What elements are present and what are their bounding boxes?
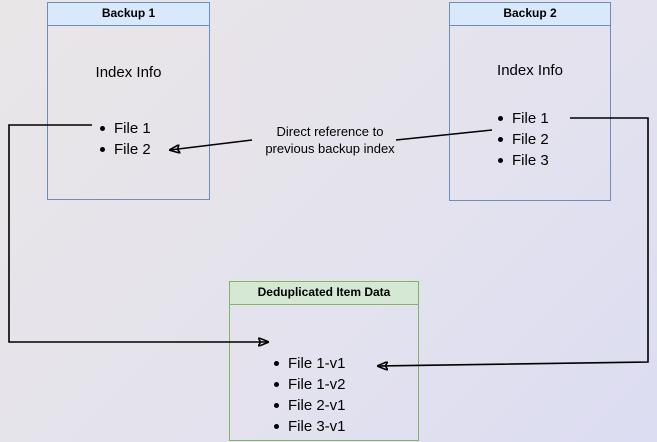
deduplicated-item-data-body: File 1-v1 File 1-v2 File 2-v1 File 3-v1 [230,305,418,440]
backup-2-body: Index Info File 1 File 2 File 3 [450,26,610,200]
deduplicated-item-data-box[interactable]: Deduplicated Item Data File 1-v1 File 1-… [229,281,419,441]
backup-2-header: Backup 2 [450,3,610,26]
direct-reference-line-2: previous backup index [265,141,395,156]
backup-1-header: Backup 1 [48,3,209,26]
backup-1-index-info-label: Index Info [95,64,162,81]
backup-2-index-info-label: Index Info [497,62,563,79]
list-item: File 2 [100,139,151,160]
backup-1-box[interactable]: Backup 1 Index Info File 1 File 2 [47,2,210,200]
backup-2-box[interactable]: Backup 2 Index Info File 1 File 2 File 3 [449,2,611,201]
list-item: File 2 [498,129,549,150]
list-item: File 2-v1 [274,395,346,416]
backup-2-file-list: File 1 File 2 File 3 [498,108,549,171]
list-item: File 3-v1 [274,416,346,437]
backup-1-body: Index Info File 1 File 2 [48,26,209,199]
list-item: File 1 [100,118,151,139]
dedup-file-list: File 1-v1 File 1-v2 File 2-v1 File 3-v1 [274,353,346,437]
list-item: File 1-v2 [274,374,346,395]
list-item: File 1 [498,108,549,129]
direct-reference-line-1: Direct reference to [276,124,384,139]
list-item: File 1-v1 [274,353,346,374]
backup-1-file-list: File 1 File 2 [100,118,151,160]
direct-reference-annotation: Direct reference to previous backup inde… [252,123,408,157]
deduplicated-item-data-header: Deduplicated Item Data [230,282,418,305]
list-item: File 3 [498,150,549,171]
